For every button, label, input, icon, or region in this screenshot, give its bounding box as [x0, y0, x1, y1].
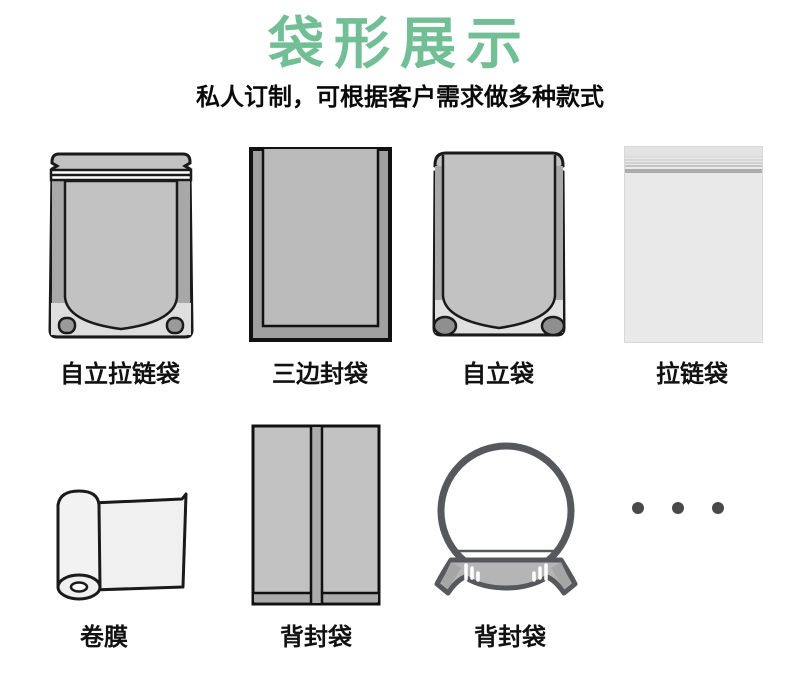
item-label-standup-zipper-bag: 自立拉链袋: [60, 361, 180, 388]
standup-zipper-bag-icon: [48, 152, 194, 339]
three-side-seal-bag-illustration: [249, 147, 392, 342]
item-label-back-seal-bag: 背封袋: [280, 624, 352, 651]
item-label-roll-film: 卷膜: [80, 624, 128, 651]
round-back-seal-bag-icon: [434, 442, 578, 596]
back-seal-bag-illustration: [251, 424, 381, 606]
roll-film-icon: [56, 489, 188, 601]
item-label-ziplock-bag: 拉链袋: [656, 361, 728, 388]
page-title: 袋形展示: [268, 12, 532, 75]
more-items-dots-icon: [626, 496, 736, 520]
item-label-standup-bag: 自立袋: [462, 361, 534, 388]
standup-bag-illustration: [431, 150, 567, 338]
roll-film-illustration: [52, 483, 192, 603]
page-subtitle: 私人订制，可根据客户需求做多种款式: [196, 84, 604, 111]
item-label-three-side-seal-bag: 三边封袋: [272, 361, 368, 388]
ellipsis-icon: [632, 502, 724, 514]
ziplock-bag-icon: [624, 146, 763, 343]
round-back-seal-bag-illustration: [433, 438, 579, 596]
standup-bag-icon: [432, 151, 566, 337]
back-seal-bag-icon: [251, 424, 381, 606]
three-side-seal-bag-icon: [249, 147, 392, 342]
item-label-round-back-seal-bag: 背封袋: [474, 624, 546, 651]
ziplock-bag-illustration: [624, 146, 763, 343]
standup-zipper-bag-illustration: [46, 151, 196, 341]
